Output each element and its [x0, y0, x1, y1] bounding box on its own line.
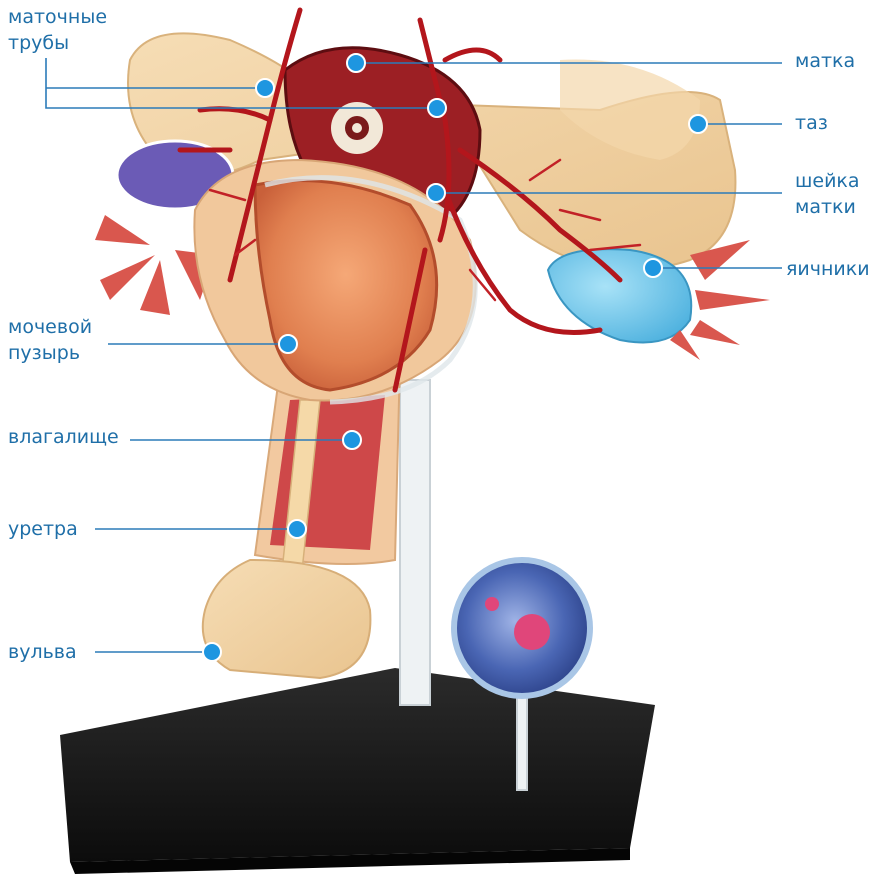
egg-support-rod	[516, 689, 528, 791]
label-urethra-text: уретра	[8, 518, 78, 540]
blood-vessels	[177, 7, 623, 393]
marker-uterus	[346, 53, 366, 73]
label-vulva-text: вульва	[8, 641, 77, 663]
label-urethra: уретра	[8, 516, 78, 542]
label-bladder-line2: пузырь	[8, 342, 81, 364]
label-cervix-line1: шейка	[795, 170, 860, 192]
label-uterus-text: матка	[795, 50, 856, 72]
marker-pelvis	[688, 114, 708, 134]
marker-fallopian-upper	[255, 78, 275, 98]
marker-fallopian-lower	[427, 98, 447, 118]
stand-base	[60, 668, 655, 874]
label-fallopian-tubes-line1: маточные	[8, 6, 108, 28]
label-vulva: вульва	[8, 639, 77, 665]
label-bladder: мочевой пузырь	[8, 314, 92, 366]
leader-lines	[45, 58, 782, 653]
label-uterus: матка	[795, 48, 855, 74]
label-cervix: шейка матки	[795, 168, 860, 220]
vessel-branches	[208, 158, 642, 302]
support-rod	[399, 379, 431, 706]
label-pelvis-text: таз	[795, 112, 828, 134]
label-pelvis: таз	[795, 110, 828, 136]
fimbriae-right	[670, 240, 770, 360]
marker-bladder	[278, 334, 298, 354]
ovary-right	[546, 248, 693, 344]
marker-ovaries	[643, 258, 663, 278]
pelvis-bone	[127, 32, 737, 271]
marker-cervix	[426, 183, 446, 203]
marker-urethra	[287, 519, 307, 539]
label-vagina: влагалище	[8, 424, 119, 450]
label-fallopian-tubes-line2: трубы	[8, 32, 70, 54]
vulva-body	[201, 558, 372, 680]
label-ovaries: яичники	[786, 256, 870, 282]
egg-cell-model	[451, 557, 593, 699]
marker-dots	[202, 53, 708, 662]
leader-fallopian-tubes	[45, 58, 437, 109]
label-bladder-line1: мочевой	[8, 316, 93, 338]
label-vagina-text: влагалище	[8, 426, 119, 448]
marker-vagina	[342, 430, 362, 450]
label-fallopian-tubes: маточные трубы	[8, 4, 107, 56]
label-ovaries-text: яичники	[786, 258, 870, 280]
marker-vulva	[202, 642, 222, 662]
label-cervix-line2: матки	[795, 196, 856, 218]
